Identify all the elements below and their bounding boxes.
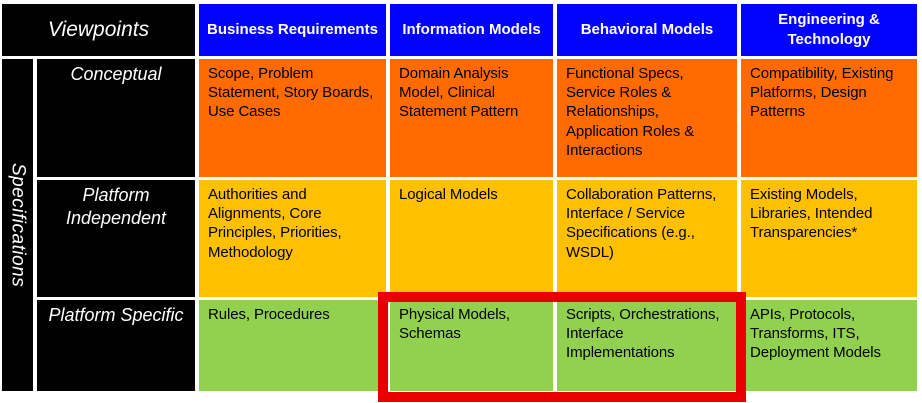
row-label-platform-specific: Platform Specific — [37, 300, 195, 391]
cell-platform-specific-information-models: Physical Models, Schemas — [390, 300, 553, 391]
column-header-behavioral-models: Behavioral Models — [557, 4, 737, 56]
viewpoints-label: Viewpoints — [47, 18, 150, 41]
column-header-information-models: Information Models — [390, 4, 553, 56]
cell-platform-independent-information-models: Logical Models — [390, 180, 553, 297]
cell-platform-specific-business-requirements: Rules, Procedures — [199, 300, 386, 391]
cell-platform-independent-behavioral-models: Collaboration Patterns, Interface / Serv… — [557, 180, 737, 297]
viewpoints-header-cell: Viewpoints — [2, 4, 195, 56]
row-label-conceptual: Conceptual — [37, 59, 195, 177]
cell-platform-specific-engineering-technology: APIs, Protocols, Transforms, ITS, Deploy… — [741, 300, 917, 391]
matrix-grid: Viewpoints Business Requirements Informa… — [2, 4, 917, 391]
cell-conceptual-business-requirements: Scope, Problem Statement, Story Boards, … — [199, 59, 386, 177]
cell-conceptual-behavioral-models: Functional Specs, Service Roles & Relati… — [557, 59, 737, 177]
row-label-platform-independent: Platform Independent — [37, 180, 195, 297]
column-header-engineering-technology: Engineering & Technology — [741, 4, 917, 56]
cell-conceptual-information-models: Domain Analysis Model, Clinical Statemen… — [390, 59, 553, 177]
cell-platform-independent-engineering-technology: Existing Models, Libraries, Intended Tra… — [741, 180, 917, 297]
specifications-side-cell: Specifications — [2, 59, 33, 391]
cell-conceptual-engineering-technology: Compatibility, Existing Platforms, Desig… — [741, 59, 917, 177]
column-header-business-requirements: Business Requirements — [199, 4, 386, 56]
specifications-label: Specifications — [7, 162, 29, 288]
cell-platform-independent-business-requirements: Authorities and Alignments, Core Princip… — [199, 180, 386, 297]
cell-platform-specific-behavioral-models: Scripts, Orchestrations, Interface Imple… — [557, 300, 737, 391]
